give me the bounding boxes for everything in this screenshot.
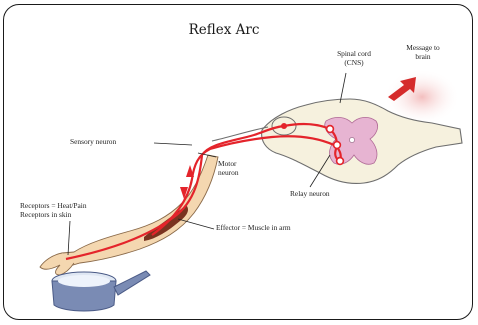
receptors-label-line2: Receptors in skin <box>20 210 87 219</box>
message-to-brain-label: Message to brain <box>398 43 448 61</box>
diagram-title: Reflex Arc <box>164 22 284 38</box>
pan-handle <box>114 271 150 295</box>
sensory-neuron-pointer <box>154 143 192 145</box>
spinal-cord-label-line1: Spinal cord <box>330 49 378 58</box>
message-label-line1: Message to <box>398 43 448 52</box>
spinal-cord-label: Spinal cord (CNS) <box>330 49 378 67</box>
receptors-pointer <box>68 221 70 255</box>
ganglion-cell-body <box>281 123 287 129</box>
relay-synapse-2 <box>334 142 341 149</box>
relay-neuron-label: Relay neuron <box>290 189 330 198</box>
central-canal <box>349 137 354 142</box>
receptors-label-line1: Receptors = Heat/Pain <box>20 201 87 210</box>
motor-neuron-label-line2: neuron <box>218 168 239 177</box>
spinal-cord-pointer <box>340 73 346 103</box>
message-label-line2: brain <box>398 52 448 61</box>
motor-neuron-label-line1: Motor <box>218 159 239 168</box>
relay-synapse-1 <box>327 126 334 133</box>
diagram-frame: Reflex Arc Spinal cord (CNS) Message to … <box>3 4 473 320</box>
relay-synapse-3 <box>337 158 344 165</box>
motor-neuron-label: Motor neuron <box>218 159 239 177</box>
pan-water <box>58 275 110 287</box>
spinal-cord-label-line2: (CNS) <box>330 58 378 67</box>
receptors-label: Receptors = Heat/Pain Receptors in skin <box>20 201 87 219</box>
sensory-neuron-label: Sensory neuron <box>70 137 116 146</box>
effector-label: Effector = Muscle in arm <box>216 223 291 232</box>
